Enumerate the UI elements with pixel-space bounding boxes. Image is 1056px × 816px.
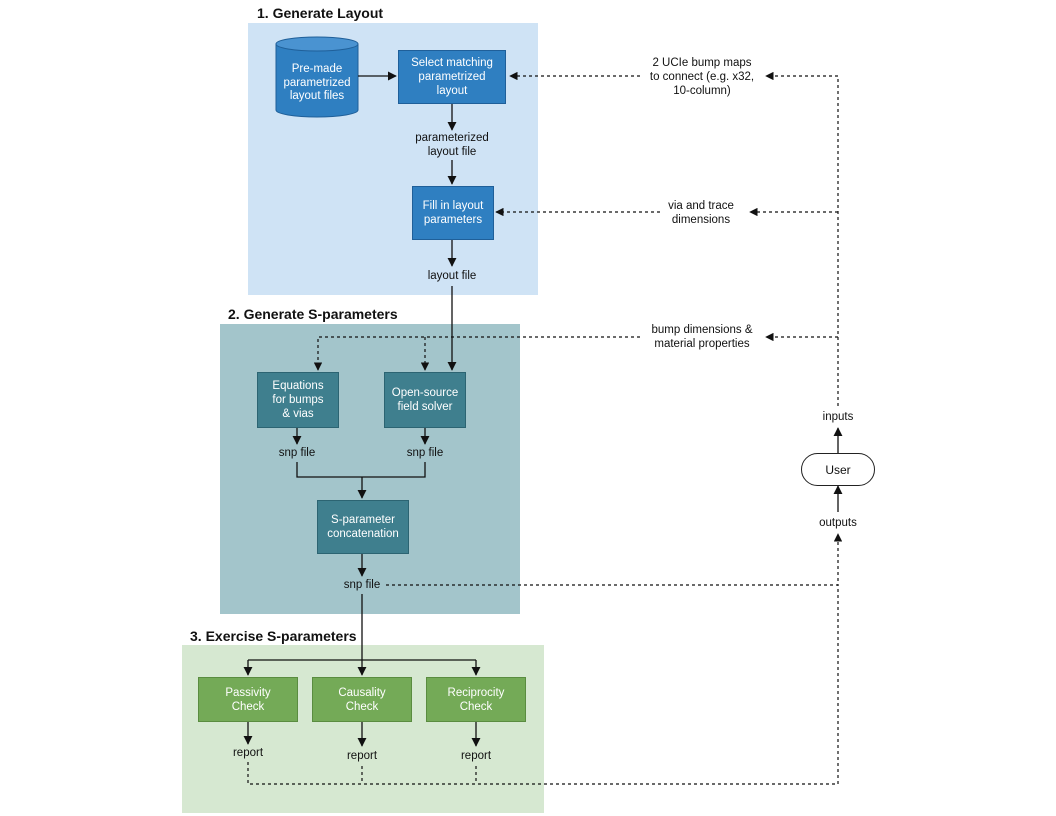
outputs-label: outputs xyxy=(819,517,857,529)
concatenation-label: S-parameter concatenation xyxy=(327,514,399,540)
report-reciprocity-label: report xyxy=(460,750,492,762)
fill-parameters-label: Fill in layout parameters xyxy=(422,200,484,226)
reciprocity-check-label: Reciprocity Check xyxy=(447,686,505,713)
select-layout-box: Select matching parametrized layout xyxy=(398,50,506,104)
report-causality-label: report xyxy=(346,750,378,762)
fill-parameters-box: Fill in layout parameters xyxy=(412,186,494,240)
snp-file-concat-label: snp file xyxy=(343,579,381,591)
passivity-check-label: Passivity Check xyxy=(225,686,271,713)
equations-label: Equations for bumps & vias xyxy=(272,380,324,420)
inputs-label: inputs xyxy=(822,411,854,423)
layout-file-label: layout file xyxy=(427,270,477,282)
section-title-sparameters: 2. Generate S-parameters xyxy=(228,306,398,322)
snp-file-equations-label: snp file xyxy=(278,447,316,459)
causality-check-label: Causality Check xyxy=(338,686,386,713)
causality-check-box: Causality Check xyxy=(312,677,412,722)
parameterized-layout-file-label: parameterized layout file xyxy=(415,132,489,158)
field-solver-box: Open-source field solver xyxy=(384,372,466,428)
passivity-check-box: Passivity Check xyxy=(198,677,298,722)
via-trace-input-label: via and trace dimensions xyxy=(668,200,734,226)
premade-layout-files: Pre-made parametrized layout files xyxy=(283,63,351,102)
bump-dimensions-input-label: bump dimensions & material properties xyxy=(651,324,753,350)
user-label: User xyxy=(825,462,851,477)
select-layout-label: Select matching parametrized layout xyxy=(411,57,493,97)
section-title-exercise: 3. Exercise S-parameters xyxy=(190,628,357,644)
report-passivity-label: report xyxy=(232,747,264,759)
field-solver-label: Open-source field solver xyxy=(391,387,459,413)
concatenation-box: S-parameter concatenation xyxy=(317,500,409,554)
section-title-layout: 1. Generate Layout xyxy=(257,5,384,21)
snp-file-solver-label: snp file xyxy=(406,447,444,459)
bump-maps-input-label: 2 UCIe bump maps to connect (e.g. x32, 1… xyxy=(649,57,755,97)
user-node: User xyxy=(801,453,875,486)
reciprocity-check-box: Reciprocity Check xyxy=(426,677,526,722)
database-icon xyxy=(275,36,359,118)
equations-box: Equations for bumps & vias xyxy=(257,372,339,428)
